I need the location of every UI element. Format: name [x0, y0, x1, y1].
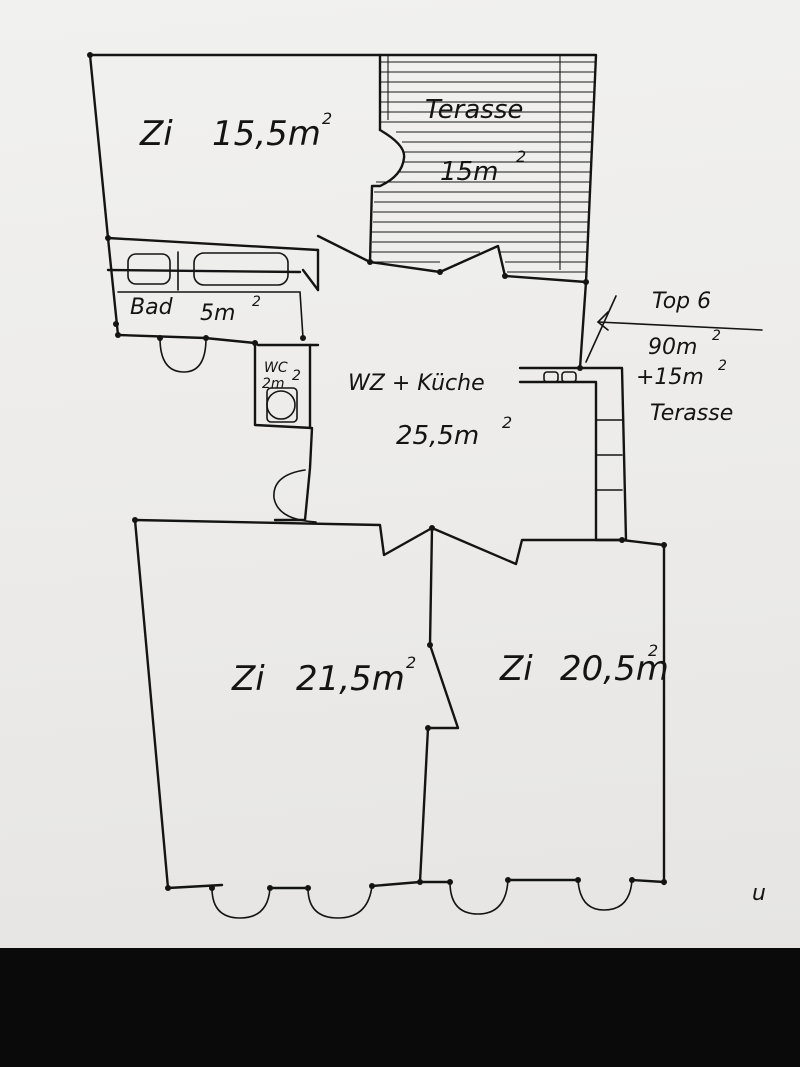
- room-label-top-left: Zi 15,5m 2: [139, 109, 332, 154]
- unit-name: Top 6: [652, 289, 711, 314]
- area-exponent: 2: [252, 294, 261, 310]
- area-exponent: 2: [406, 653, 416, 672]
- area-exponent: 2: [292, 368, 301, 384]
- bath-name: Bad: [130, 295, 174, 320]
- terrace-area: 15m: [440, 157, 498, 187]
- room-label-bottom-left: Zi 21,5m 2: [231, 653, 416, 699]
- room-label-bottom-right: Zi 20,5m 2: [499, 641, 669, 689]
- corner-mark: u: [752, 881, 766, 906]
- summary-label: Top 6 90m 2 +15m 2 Terasse: [636, 289, 733, 426]
- area-exponent: 2: [322, 109, 332, 128]
- terrace-area-added: +15m: [636, 365, 704, 390]
- terrace-name: Terasse: [425, 95, 523, 125]
- wc-area: 2m: [262, 376, 285, 392]
- bath-label: Bad 5m 2: [130, 294, 261, 326]
- terrace-label: Terasse: [650, 401, 733, 426]
- room-area: 20,5m: [560, 649, 669, 689]
- area-exponent: 2: [502, 413, 512, 432]
- paper-sheet: [0, 0, 800, 948]
- terrace-hatching: [371, 56, 596, 273]
- area-exponent: 2: [648, 641, 658, 660]
- living-label: WZ + Küche 25,5m 2: [348, 371, 512, 451]
- area-exponent: 2: [718, 358, 727, 374]
- unit-area: 90m: [648, 335, 697, 360]
- wc-name: WC: [264, 360, 288, 376]
- floor-plan-sketch: Zi 15,5m 2 Terasse 15m 2 Bad 5m 2 WC 2m …: [87, 52, 766, 919]
- area-exponent: 2: [712, 328, 721, 344]
- area-exponent: 2: [516, 147, 526, 166]
- living-area: 25,5m: [396, 421, 479, 451]
- room-name: Zi: [499, 649, 533, 689]
- walls: [88, 53, 763, 919]
- living-name: WZ + Küche: [348, 371, 485, 396]
- dark-background: [0, 948, 800, 1067]
- terrace-label: Terasse 15m 2: [425, 95, 526, 187]
- room-area: 15,5m: [212, 114, 321, 154]
- room-area: 21,5m: [296, 659, 405, 699]
- wc-label: WC 2m 2: [262, 360, 301, 392]
- bath-area: 5m: [200, 301, 235, 326]
- room-name: Zi: [139, 114, 173, 154]
- room-name: Zi: [231, 659, 265, 699]
- wall-junction-dots: [87, 52, 667, 891]
